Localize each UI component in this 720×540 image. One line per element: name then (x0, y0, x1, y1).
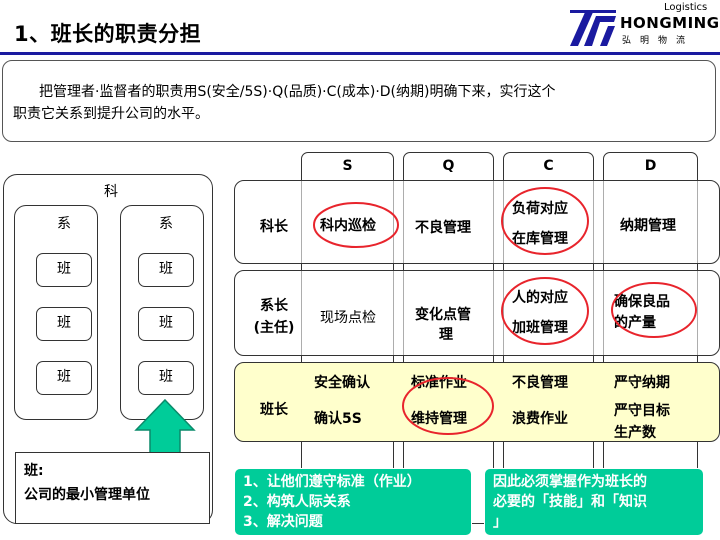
logo-logistics-text: Logistics (664, 2, 708, 13)
logo-sub-text: 弘明物流 (622, 36, 695, 46)
cell-kakaricho-q-line-2: 理 (439, 327, 453, 343)
cell-kacho-c-line-2: 在库管理 (512, 231, 568, 247)
cell-hancho-c: 不良管理 浪费作业 (512, 370, 568, 432)
cell-kakaricho-s: 现场点检 (320, 310, 376, 326)
row-label-kakaricho-line-1: 系长 (260, 298, 288, 314)
cell-hancho-q-line-2: 维持管理 (411, 411, 467, 427)
ban-description-line-2: 公司的最小管理单位 (24, 487, 150, 503)
org-ka-label: 科 (104, 184, 118, 200)
cell-hancho-s-line-1: 安全确认 (314, 375, 370, 391)
cell-kacho-s: 科内巡检 (320, 218, 376, 234)
leader-task-1: 1、让他们遵守标准（作业） (243, 474, 421, 490)
row-label-kakaricho-line-2: (主任) (253, 320, 295, 336)
org-kakari-label-1: 系 (57, 216, 71, 232)
leader-tasks-box: 1、让他们遵守标准（作业） 2、构筑人际关系 3、解决问题 (234, 468, 472, 536)
hongming-logo-icon (570, 10, 616, 46)
cell-kacho-d: 纳期管理 (620, 218, 676, 234)
intro-line-2: 职责它关系到提升公司的水平。 (13, 106, 209, 122)
cell-hancho-s-line-2: 确认5S (314, 411, 362, 427)
cell-kacho-c: 负荷对应 在库管理 (512, 196, 568, 252)
org-ban-1-2: 班 (36, 307, 92, 341)
cell-hancho-d-line-1: 严守纳期 (614, 375, 670, 391)
org-ban-1-3: 班 (36, 361, 92, 395)
intro-box: 把管理者·监督者的职责用S(安全/5S)·Q(品质)·C(成本)·D(纳期)明确… (2, 60, 716, 142)
leader-task-3: 3、解决问题 (243, 514, 323, 530)
row-label-kacho: 科长 (260, 219, 288, 235)
column-head-d: D (644, 158, 657, 174)
skills-note-line-2: 必要的「技能」和「知识 (493, 494, 647, 510)
cell-hancho-d: 严守纳期 严守目标 生产数 (614, 370, 670, 446)
cell-hancho-s: 安全确认 确认5S (314, 370, 370, 432)
org-ban-1-1: 班 (36, 253, 92, 287)
cell-kacho-q: 不良管理 (415, 220, 471, 236)
org-ban-2-1: 班 (138, 253, 194, 287)
cell-hancho-q-line-1: 标准作业 (411, 375, 467, 391)
skills-note-box: 因此必须掌握作为班长的 必要的「技能」和「知识 」 (484, 468, 704, 536)
org-ban-2-2: 班 (138, 307, 194, 341)
cell-kakaricho-c-line-2: 加班管理 (512, 320, 568, 336)
cell-kakaricho-d: 确保良品 的产量 (614, 292, 670, 334)
cell-hancho-d-line-3: 生产数 (614, 425, 656, 441)
cell-kakaricho-c-line-1: 人的对应 (512, 290, 568, 306)
skills-note-line-3: 」 (493, 514, 507, 530)
column-head-s: S (342, 158, 353, 174)
cell-kacho-c-line-1: 负荷对应 (512, 201, 568, 217)
cell-kakaricho-q: 变化点管 理 (415, 305, 471, 345)
cell-kakaricho-q-line-1: 变化点管 (415, 307, 471, 323)
column-head-c: C (543, 158, 554, 174)
title-rule (0, 52, 720, 55)
org-kakari-label-2: 系 (159, 216, 173, 232)
logo-brand-text: HONGMING (620, 14, 720, 32)
page-title: 1、班长的职责分担 (14, 22, 202, 46)
ban-description-line-1: 班: (24, 463, 44, 479)
cell-hancho-d-line-2: 严守目标 (614, 403, 670, 419)
org-kakari-box-1 (14, 205, 98, 420)
row-label-hancho: 班长 (260, 402, 288, 418)
ban-description-box: 班: 公司的最小管理单位 (15, 452, 210, 524)
cell-kakaricho-d-line-2: 的产量 (614, 315, 656, 331)
column-head-q: Q (442, 158, 455, 174)
row-label-kakaricho: 系长 (主任) (244, 295, 304, 339)
skills-note-line-1: 因此必须掌握作为班长的 (493, 474, 647, 490)
intro-line-1: 把管理者·监督者的职责用S(安全/5S)·Q(品质)·C(成本)·D(纳期)明确… (39, 84, 556, 100)
cell-hancho-c-line-2: 浪费作业 (512, 411, 568, 427)
cell-hancho-c-line-1: 不良管理 (512, 375, 568, 391)
cell-kakaricho-d-line-1: 确保良品 (614, 294, 670, 310)
leader-task-2: 2、构筑人际关系 (243, 494, 351, 510)
cell-kakaricho-c: 人的对应 加班管理 (512, 285, 568, 341)
org-ban-2-3: 班 (138, 361, 194, 395)
cell-hancho-q: 标准作业 维持管理 (411, 370, 467, 432)
